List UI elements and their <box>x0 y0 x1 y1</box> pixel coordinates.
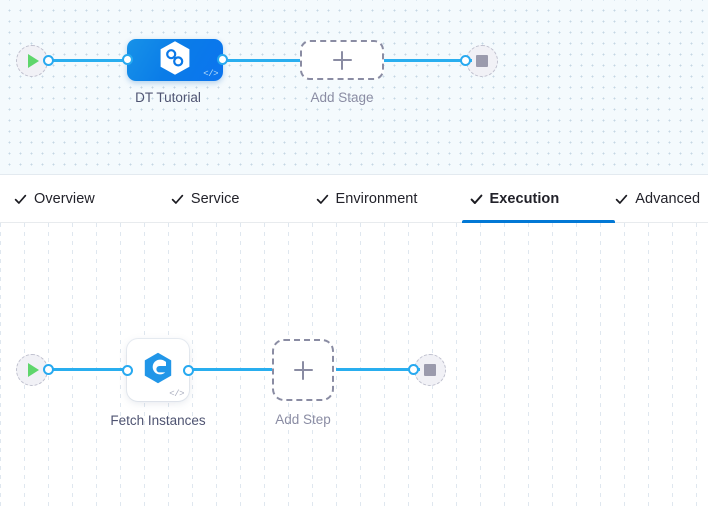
tab-service-label: Service <box>190 191 240 207</box>
tab-advanced-label: Advanced <box>635 191 701 207</box>
connector-step-to-addstep <box>190 368 274 371</box>
tab-advanced[interactable]: Advanced <box>615 175 708 223</box>
stop-icon <box>476 55 488 67</box>
step-node-label: Fetch Instances <box>110 413 206 428</box>
connector-addstage-to-end <box>382 59 472 62</box>
step-start-port[interactable] <box>43 364 54 375</box>
connector-start-to-step <box>44 368 130 371</box>
harness-hexagon-infinity-icon <box>158 40 192 81</box>
step-node-input-port[interactable] <box>122 365 133 376</box>
stage-code-badge[interactable]: </> <box>203 69 218 79</box>
execution-step-canvas[interactable]: </> Fetch Instances Add Step <box>0 223 708 511</box>
check-icon <box>171 193 184 206</box>
pipeline-stage-canvas[interactable]: </> DT Tutorial Add Stage <box>0 0 708 175</box>
plus-icon <box>294 361 313 380</box>
step-code-badge[interactable]: </> <box>169 389 184 399</box>
add-stage-label: Add Stage <box>310 90 374 105</box>
step-end-port[interactable] <box>408 364 419 375</box>
check-icon <box>615 193 628 206</box>
stop-icon <box>424 364 436 376</box>
stage-start-port[interactable] <box>43 55 54 66</box>
step-node-fetch-instances[interactable]: </> <box>122 339 194 401</box>
tab-execution[interactable]: Execution <box>461 175 616 223</box>
tab-environment-label: Environment <box>335 191 418 207</box>
stage-node-output-port[interactable] <box>217 54 228 65</box>
canvas-grid <box>0 223 708 511</box>
tab-environment[interactable]: Environment <box>316 175 462 223</box>
tab-execution-label: Execution <box>489 191 560 207</box>
step-end-node[interactable] <box>408 354 446 386</box>
add-step-label: Add Step <box>275 412 331 427</box>
stage-node-label: DT Tutorial <box>135 90 201 105</box>
step-node-output-port[interactable] <box>183 365 194 376</box>
tab-overview[interactable]: Overview <box>14 175 171 223</box>
stage-start-circle <box>16 45 48 77</box>
stage-start-node[interactable] <box>16 45 54 77</box>
stage-end-circle <box>466 45 498 77</box>
harness-hexagon-e-icon <box>143 352 173 389</box>
check-icon <box>14 193 27 206</box>
check-icon <box>316 193 329 206</box>
stage-config-tabs[interactable]: Overview Service Environment Execution <box>0 175 708 223</box>
add-step-button[interactable] <box>272 339 334 401</box>
stage-node-dt-tutorial[interactable]: </> <box>122 39 228 81</box>
play-icon <box>28 54 39 68</box>
connector-stage-to-addstage <box>216 59 306 62</box>
stage-end-port[interactable] <box>460 55 471 66</box>
stage-node-input-port[interactable] <box>122 54 133 65</box>
check-icon <box>470 193 483 206</box>
stage-end-node[interactable] <box>460 45 498 77</box>
step-start-node[interactable] <box>16 354 54 386</box>
tab-overview-label: Overview <box>34 191 95 207</box>
play-icon <box>28 363 39 377</box>
step-start-circle <box>16 354 48 386</box>
tab-service[interactable]: Service <box>171 175 316 223</box>
connector-start-to-stage <box>44 59 136 62</box>
add-stage-button[interactable] <box>300 40 384 80</box>
tab-execution-underline <box>461 220 616 223</box>
plus-icon <box>333 51 352 70</box>
